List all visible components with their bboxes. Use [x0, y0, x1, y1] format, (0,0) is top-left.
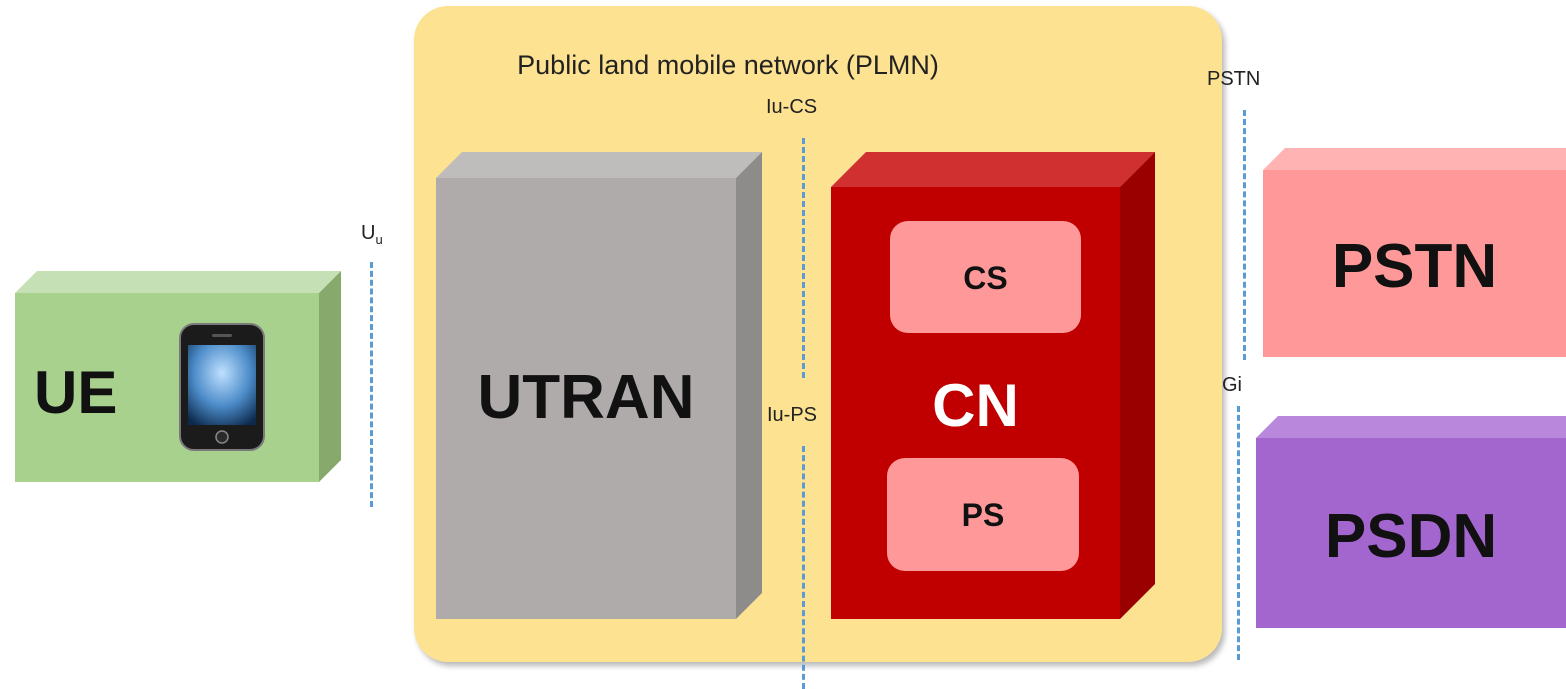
- cn-label: CN: [932, 372, 1019, 439]
- gi-interface-label: Gi: [1222, 374, 1242, 396]
- iu-ps-interface-line: [802, 446, 805, 689]
- ps-domain-box: [887, 458, 1079, 571]
- psdn-label: PSDN: [1324, 502, 1498, 571]
- pstn-interface-line: [1243, 110, 1246, 360]
- pstn-interface-label: PSTN: [1207, 68, 1261, 90]
- utran-label: UTRAN: [477, 363, 695, 432]
- plmn-title: Public land mobile network (PLMN): [517, 50, 939, 80]
- ue-box: [15, 271, 341, 482]
- utran-box: [436, 152, 762, 619]
- iu-ps-label: Iu-PS: [767, 404, 818, 426]
- smartphone-icon: [179, 323, 265, 451]
- gi-interface-line: [1237, 406, 1240, 660]
- iu-cs-interface-line: [802, 138, 805, 378]
- cs-domain-box: [890, 221, 1081, 333]
- psdn-box: [1256, 416, 1566, 628]
- ps-label: PS: [961, 497, 1005, 533]
- uu-interface-line: [370, 262, 373, 507]
- ue-label: UE: [34, 359, 118, 426]
- pstn-label: PSTN: [1331, 232, 1498, 301]
- iu-cs-label: Iu-CS: [766, 96, 818, 118]
- uu-interface-label: Uu: [361, 222, 383, 247]
- pstn-box: [1263, 148, 1566, 357]
- cs-label: CS: [963, 260, 1008, 296]
